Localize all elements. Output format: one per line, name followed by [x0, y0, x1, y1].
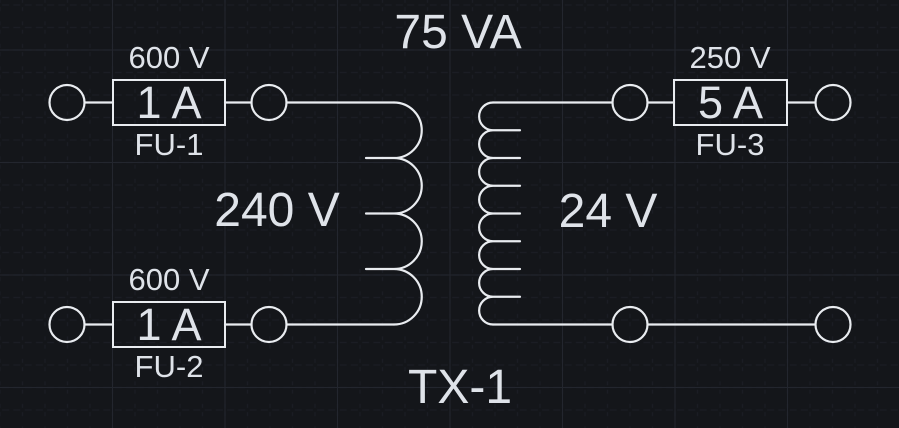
- fuse-ref-label-fu1: FU-1: [134, 127, 204, 162]
- terminal-port[interactable]: [611, 83, 649, 122]
- fuse-voltage-label-fu1: 600 V: [128, 40, 210, 75]
- terminal-port[interactable]: [48, 305, 86, 344]
- transformer-ref-label: TX-1: [407, 361, 513, 414]
- fuse-voltage-label-fu2: 600 V: [128, 262, 210, 297]
- fuse-ref-label-fu3: FU-3: [695, 127, 765, 162]
- secondary-winding-coil[interactable]: [478, 101, 522, 326]
- fuse-body-fu2[interactable]: [112, 301, 226, 348]
- fuse-body-fu3[interactable]: [673, 79, 788, 126]
- fuse-rating-label-fu1: 1 A: [136, 76, 202, 128]
- primary-voltage-label: 240 V: [214, 184, 340, 237]
- fuse-voltage-label-fu3: 250 V: [689, 40, 771, 75]
- terminal-port[interactable]: [48, 83, 86, 122]
- power-rating-label: 75 VA: [394, 6, 522, 59]
- fuse-rating-label-fu2: 1 A: [136, 298, 202, 350]
- fuse-rating-label-fu3: 5 A: [697, 76, 764, 128]
- terminal-port[interactable]: [814, 83, 852, 122]
- primary-winding-coil[interactable]: [364, 101, 423, 326]
- fuse-body-fu1[interactable]: [112, 79, 226, 126]
- secondary-voltage-label: 24 V: [558, 185, 658, 238]
- terminal-port[interactable]: [250, 83, 288, 122]
- terminal-port[interactable]: [814, 305, 852, 344]
- terminal-port[interactable]: [611, 305, 649, 344]
- terminal-port[interactable]: [250, 305, 288, 344]
- fuse-ref-label-fu2: FU-2: [134, 349, 204, 384]
